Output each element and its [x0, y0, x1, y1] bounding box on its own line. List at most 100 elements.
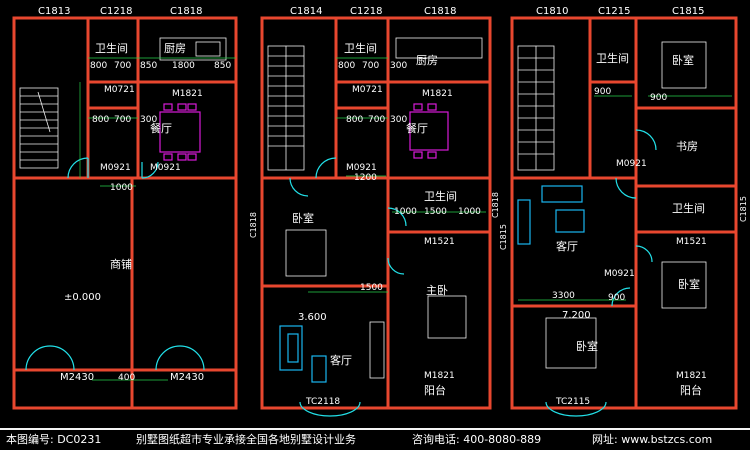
living-furniture: [279, 325, 327, 383]
dimension-label: 900: [650, 93, 667, 103]
footer-website: 网址: www.bstzcs.com: [592, 433, 713, 446]
door-swings: [545, 129, 657, 417]
stair: [19, 87, 59, 169]
footer-slogan: 别墅图纸超市专业承接全国各地别墅设计业务: [136, 433, 356, 446]
room-label-bedroom: 卧室: [672, 53, 694, 67]
window-label: C1815: [739, 196, 748, 222]
door-label: M1821: [172, 89, 203, 99]
dimension-label: 1200: [354, 173, 377, 183]
door-label: M1821: [424, 371, 455, 381]
door-label: M0921: [150, 163, 181, 173]
dimension-label: 1000: [458, 207, 481, 217]
room-label-dining: 餐厅: [150, 121, 172, 135]
window-label: C1818: [424, 6, 456, 17]
door-label: M2430: [170, 372, 204, 383]
door-swings: [25, 157, 205, 371]
room-label-dining: 餐厅: [406, 121, 428, 135]
door-label: M1821: [676, 371, 707, 381]
door-label: M0921: [604, 269, 635, 279]
dimension-label: 3300: [552, 291, 575, 301]
dimension-label: 400: [118, 373, 135, 383]
plan-second-floor-labels: C1810 C1215 C1815 卫生间 卧室 书房 卫生间 客厅 卧室 卧室…: [499, 6, 748, 407]
room-label-bedroom: 卧室: [678, 277, 700, 291]
living-furniture: [517, 185, 585, 245]
dimension-lines: [518, 95, 732, 301]
window-label: TC2118: [305, 397, 340, 407]
room-label-bathroom: 卫生间: [672, 201, 705, 215]
door-label: M1521: [424, 237, 455, 247]
dimension-label: 800: [90, 61, 107, 71]
dimension-label: 900: [594, 87, 611, 97]
dimension-label: 300: [390, 115, 407, 125]
room-label-bathroom: 卫生间: [424, 189, 457, 203]
window-label: TC2115: [555, 397, 590, 407]
dimension-label: 900: [608, 293, 625, 303]
window-label: C1215: [598, 6, 630, 17]
dimension-label: 700: [114, 61, 131, 71]
room-label-balcony: 阳台: [680, 383, 702, 397]
dimension-label: 1800: [172, 61, 195, 71]
drawing-code: 本图编号: DC0231: [6, 433, 102, 446]
elevation-label: 3.600: [298, 312, 327, 323]
elevation-label: ±0.000: [64, 292, 101, 303]
door-label: M2430: [60, 372, 94, 383]
plan-first-floor: [260, 16, 492, 417]
room-label-bedroom: 卧室: [292, 211, 314, 225]
stair: [267, 45, 305, 171]
room-label-bathroom: 卫生间: [95, 41, 128, 55]
window-label: C1814: [290, 6, 322, 17]
dimension-lines: [308, 57, 486, 293]
room-label-master-bedroom: 主卧: [426, 284, 448, 297]
dimension-label: 1500: [360, 283, 383, 293]
walls: [260, 16, 492, 410]
dimension-label: 300: [140, 115, 157, 125]
dimension-label: 800: [346, 115, 363, 125]
window-label: C1218: [350, 6, 382, 17]
title-block-footer: 本图编号: DC0231 别墅图纸超市专业承接全国各地别墅设计业务 咨询电话: …: [0, 428, 750, 450]
room-label-bedroom: 卧室: [576, 339, 598, 353]
window-label: C1818: [170, 6, 202, 17]
dining-table: [409, 103, 449, 159]
room-label-kitchen: 厨房: [416, 54, 438, 67]
door-label: M1521: [676, 237, 707, 247]
furniture: [545, 41, 707, 369]
dimension-label: 850: [140, 61, 157, 71]
window-label: C1818: [249, 212, 258, 238]
door-swings: [289, 157, 407, 417]
window-label: C1813: [38, 6, 70, 17]
window-label: C1810: [536, 6, 568, 17]
door-label: M0721: [352, 85, 383, 95]
dimension-label: 1000: [110, 183, 133, 193]
dimension-label: 850: [214, 61, 231, 71]
window-label: C1218: [100, 6, 132, 17]
dimension-label: 1000: [394, 207, 417, 217]
walls: [12, 16, 238, 410]
plan-second-floor: [510, 16, 738, 417]
dimension-label: 300: [390, 61, 407, 71]
footer-phone: 咨询电话: 400-8080-889: [412, 433, 542, 446]
room-label-bathroom: 卫生间: [596, 51, 629, 65]
room-label-shop: 商铺: [110, 257, 132, 271]
room-label-bathroom: 卫生间: [344, 41, 377, 55]
dimension-label: 800: [92, 115, 109, 125]
plan-first-floor-labels: C1814 C1218 C1818 卫生间 厨房 餐厅 卧室 卫生间 主卧 客厅…: [249, 6, 500, 407]
door-label: M0921: [616, 159, 647, 169]
door-label: M0921: [100, 163, 131, 173]
dimension-label: 700: [114, 115, 131, 125]
dimension-label: 700: [368, 115, 385, 125]
door-label: M0921: [346, 163, 377, 173]
window-label: C1815: [499, 224, 508, 250]
kitchen-counter: [159, 37, 227, 61]
room-label-balcony: 阳台: [424, 383, 446, 397]
dimension-label: 700: [362, 61, 379, 71]
door-label: M1821: [422, 89, 453, 99]
room-label-study: 书房: [676, 140, 698, 153]
room-label-living-room: 客厅: [556, 239, 578, 253]
dimension-lines: [79, 57, 236, 381]
window-label: C1815: [672, 6, 704, 17]
room-label-living-room: 客厅: [330, 353, 352, 367]
elevation-label: 7.200: [562, 310, 591, 321]
dimension-label: 800: [338, 61, 355, 71]
